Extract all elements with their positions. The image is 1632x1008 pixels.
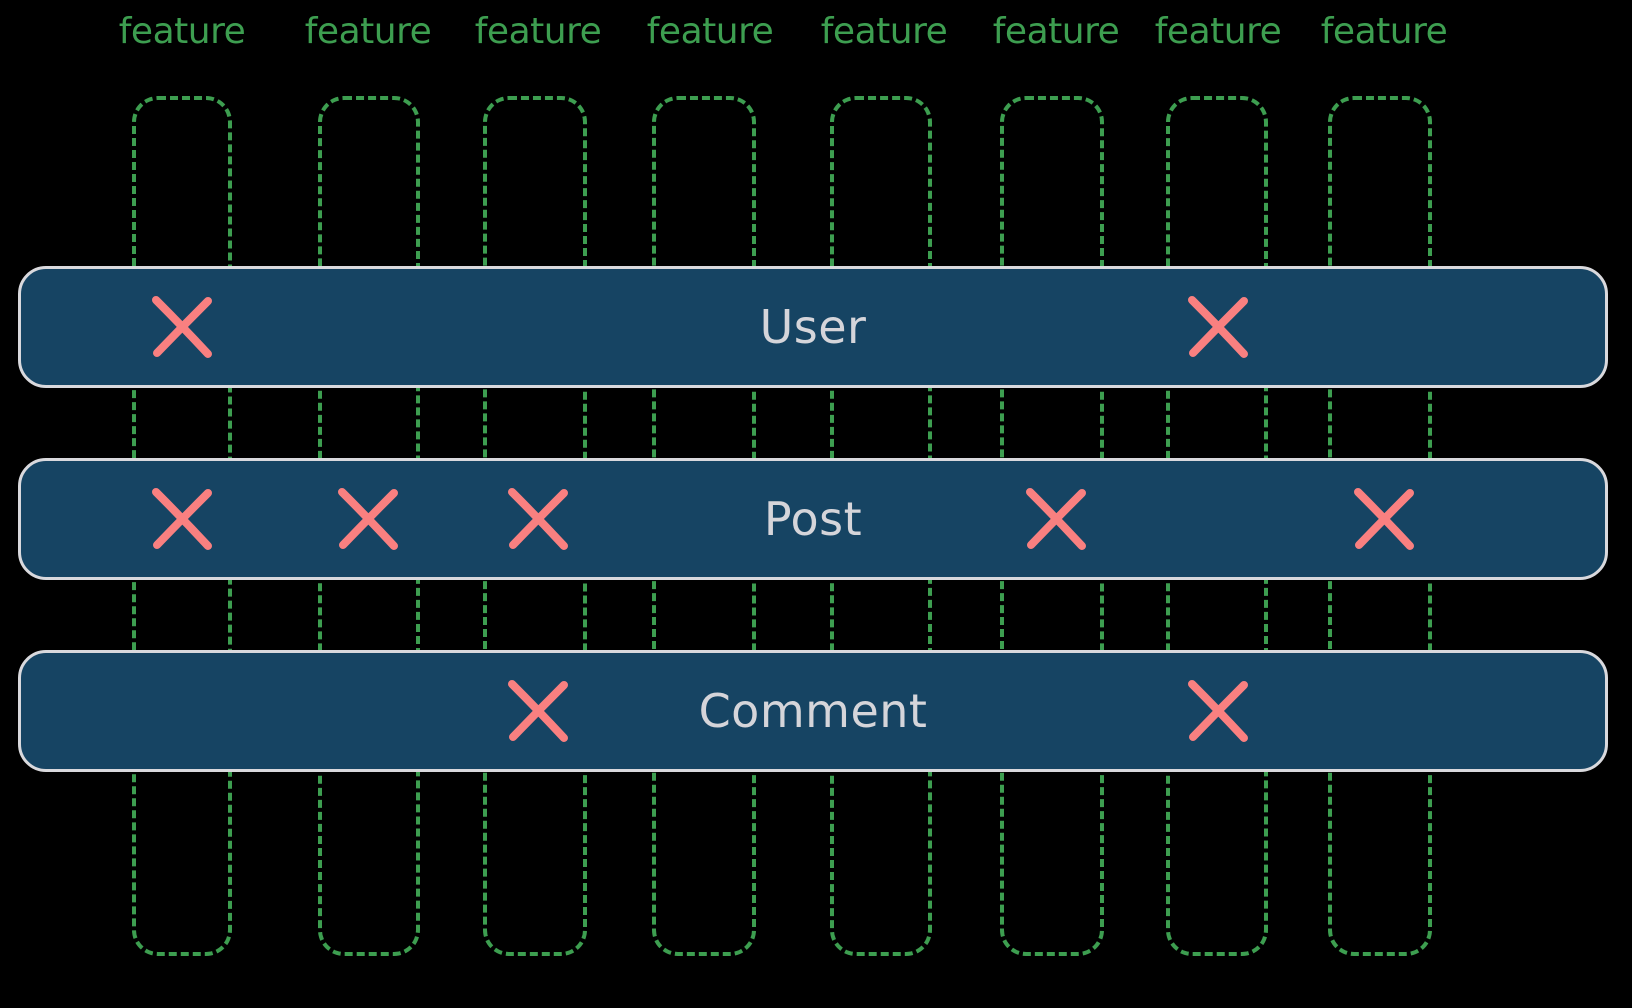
column-header-label-8: feature [1320, 11, 1448, 52]
cross-mark-icon [148, 293, 216, 361]
entity-row-user[interactable]: User [18, 266, 1608, 388]
cross-mark-icon [504, 485, 572, 553]
cross-mark-icon [1184, 293, 1252, 361]
column-header-label-2: feature [304, 11, 432, 52]
column-header-label-6: feature [992, 11, 1120, 52]
cross-mark-icon [1350, 485, 1418, 553]
cross-mark-icon [334, 485, 402, 553]
entity-row-comment[interactable]: Comment [18, 650, 1608, 772]
column-header-label-7: feature [1154, 11, 1282, 52]
cross-mark-icon [1022, 485, 1090, 553]
column-header-label-4: feature [646, 11, 774, 52]
cross-mark-icon [1184, 677, 1252, 745]
entity-row-label: Comment [698, 684, 928, 738]
column-header-label-1: feature [118, 11, 246, 52]
column-header-label-5: feature [820, 11, 948, 52]
cross-mark-icon [504, 677, 572, 745]
entity-row-post[interactable]: Post [18, 458, 1608, 580]
column-header-label-3: feature [474, 11, 602, 52]
entity-row-label: User [759, 300, 867, 354]
cross-mark-icon [148, 485, 216, 553]
